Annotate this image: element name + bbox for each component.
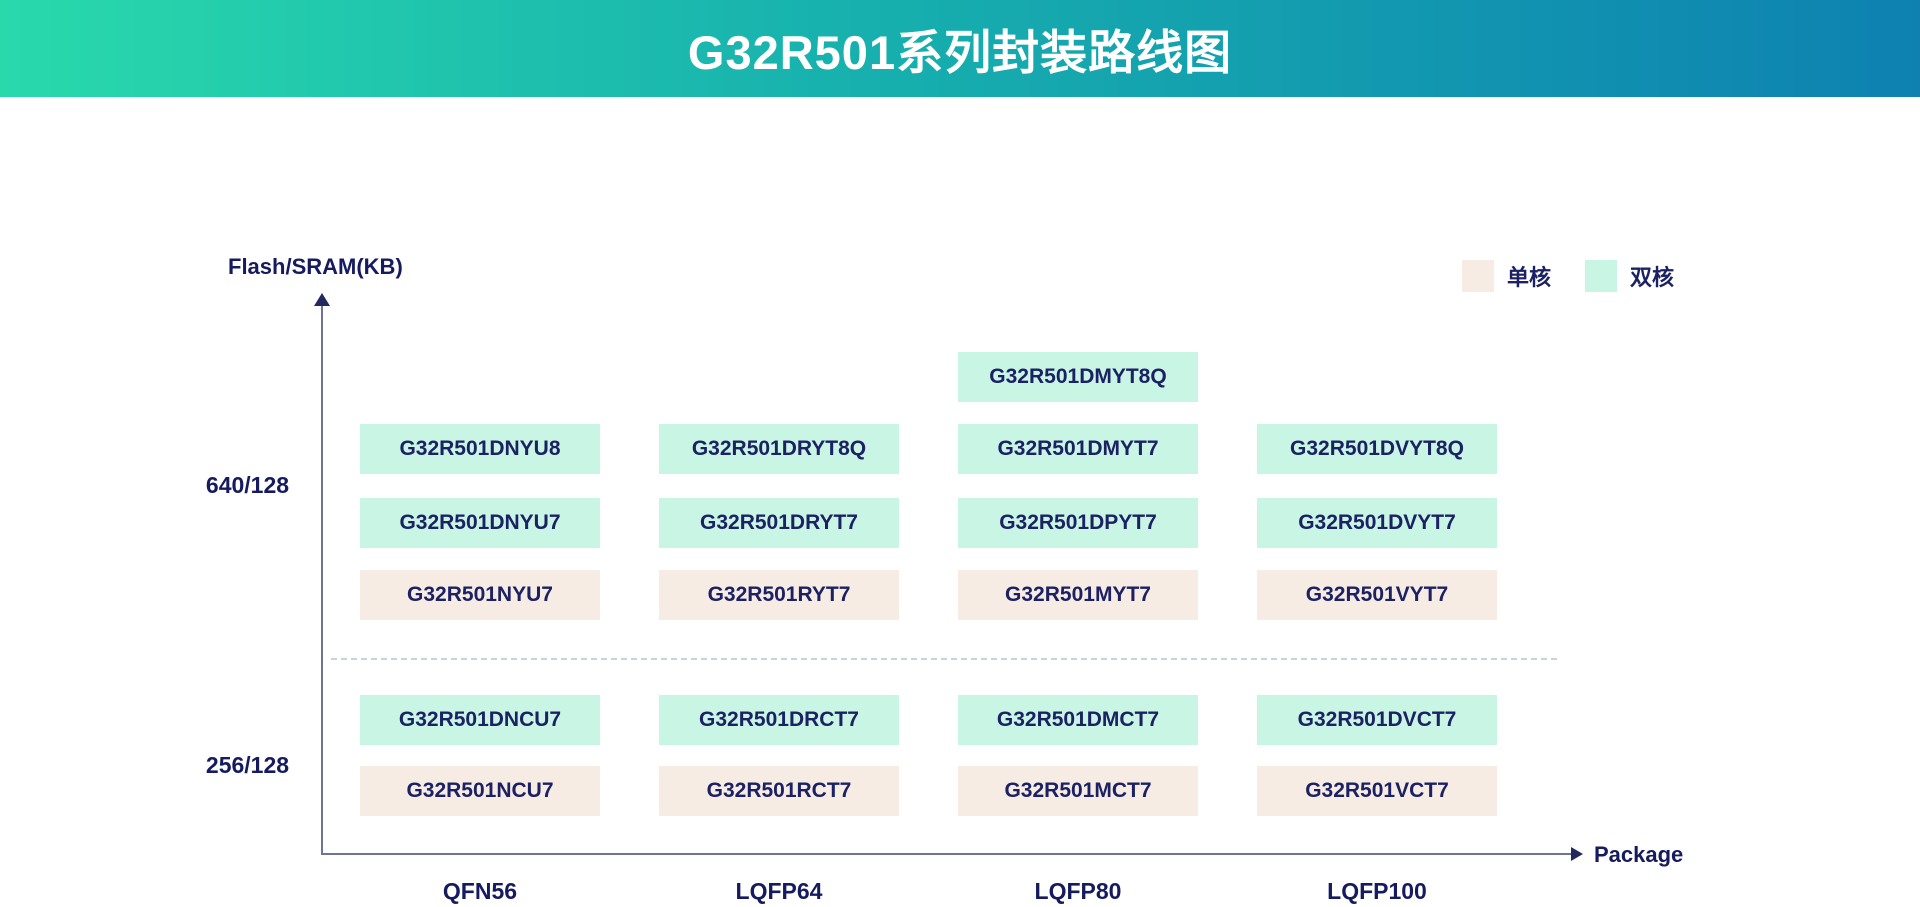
legend-item-single-core: 单核 <box>1462 260 1551 292</box>
y-axis-title: Flash/SRAM(KB) <box>228 254 403 279</box>
chip-box: G32R501DNYU7 <box>360 498 600 548</box>
chip-box: G32R501DRYT8Q <box>659 424 899 474</box>
legend: 单核 双核 <box>1462 260 1674 292</box>
legend-label-dual-core: 双核 <box>1630 265 1675 290</box>
dual-core-swatch-icon <box>1585 260 1618 292</box>
single-core-swatch-icon <box>1462 260 1494 292</box>
chip-box: G32R501RCT7 <box>659 766 899 816</box>
chip-box: G32R501DMYT7 <box>958 424 1198 474</box>
banner: G32R501系列封装路线图 <box>0 0 1920 97</box>
y-axis-arrow-icon <box>314 293 330 306</box>
y-tick-640-128: 640/128 <box>205 472 290 498</box>
legend-item-dual-core: 双核 <box>1585 260 1674 292</box>
chip-box: G32R501VCT7 <box>1257 766 1497 816</box>
chip-box: G32R501DRCT7 <box>659 695 899 745</box>
chip-box: G32R501MCT7 <box>958 766 1198 816</box>
chip-box: G32R501RYT7 <box>659 570 899 620</box>
chip-box: G32R501NYU7 <box>360 570 600 620</box>
chip-box: G32R501DMCT7 <box>958 695 1198 745</box>
chip-box: G32R501DNCU7 <box>360 695 600 745</box>
chip-box: G32R501DMYT8Q <box>958 352 1198 402</box>
x-axis-title: Package <box>1594 842 1684 867</box>
chip-box: G32R501DVYT8Q <box>1257 424 1497 474</box>
memory-group-divider <box>331 658 1557 660</box>
x-category-qfn56: QFN56 <box>442 878 518 904</box>
x-category-lqfp100: LQFP100 <box>1327 878 1427 904</box>
x-category-lqfp64: LQFP64 <box>735 878 823 904</box>
chip-box: G32R501NCU7 <box>360 766 600 816</box>
chip-box: G32R501DVCT7 <box>1257 695 1497 745</box>
chip-box: G32R501MYT7 <box>958 570 1198 620</box>
y-axis-line <box>321 301 323 855</box>
x-category-lqfp80: LQFP80 <box>1034 878 1122 904</box>
chip-box: G32R501DVYT7 <box>1257 498 1497 548</box>
y-tick-256-128: 256/128 <box>205 752 290 778</box>
chip-box: G32R501DNYU8 <box>360 424 600 474</box>
x-axis-line <box>321 853 1573 855</box>
legend-label-single-core: 单核 <box>1507 265 1552 290</box>
x-axis-arrow-icon <box>1571 847 1583 861</box>
chip-box: G32R501DRYT7 <box>659 498 899 548</box>
page-title: G32R501系列封装路线图 <box>687 26 1233 79</box>
chip-box: G32R501DPYT7 <box>958 498 1198 548</box>
chip-box: G32R501VYT7 <box>1257 570 1497 620</box>
